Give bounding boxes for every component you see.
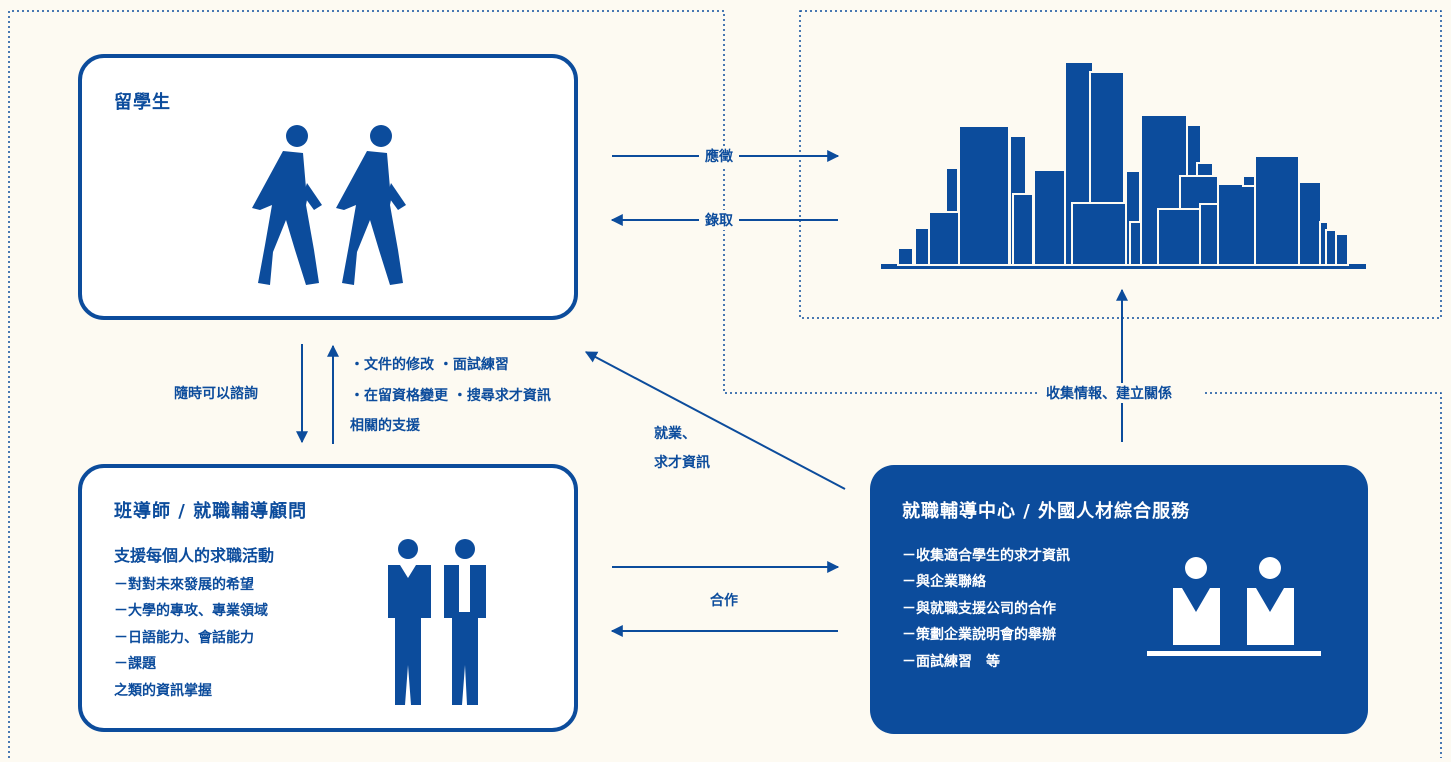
center-task-item: －收集適合學生的求才資訊: [902, 548, 1070, 564]
outer-dotted-frame: [8, 10, 1442, 758]
walking-people-icon: [252, 125, 406, 285]
teacher-info-item: －大學的專攻、專業領域: [114, 603, 268, 619]
job-info-arrow: [584, 351, 846, 490]
center-task-item: －與就職支援公司的合作: [902, 601, 1056, 617]
teacher-info-item: 之類的資訊掌握: [114, 683, 212, 699]
job-info-label-line2: 求才資訊: [654, 455, 710, 471]
center-box: [870, 465, 1368, 734]
cooperation-label: 合作: [710, 593, 738, 609]
center-task-item: －策劃企業說明會的舉辦: [902, 627, 1056, 643]
center-task-item: －面試練習 等: [902, 654, 1000, 670]
support-item: 相關的支援: [350, 418, 420, 434]
teacher-info-item: －日語能力、會話能力: [114, 630, 254, 646]
teacher-info-item: －對對未來發展的希望: [114, 577, 254, 593]
apply-label: 應徵: [699, 146, 739, 166]
consult-label: 隨時可以諮詢: [174, 386, 258, 402]
student-box: [78, 54, 578, 320]
teacher-box-title: 班導師 / 就職輔導顧問: [114, 501, 308, 522]
hire-label: 錄取: [699, 210, 739, 230]
city-skyline-icon: [881, 61, 1366, 269]
center-task-item: －與企業聯絡: [902, 574, 986, 590]
support-item: ・文件的修改 ・面試練習: [350, 357, 509, 373]
company-dotted-frame: [799, 10, 1442, 319]
teacher-box-subtitle: 支援每個人的求職活動: [114, 546, 275, 565]
job-info-label-line1: 就業、: [654, 426, 696, 442]
consultation-desk-icon: [1147, 557, 1321, 656]
gather-label: 收集情報、建立關係: [1040, 383, 1178, 403]
support-item: ・在留資格變更 ・搜尋求才資訊: [350, 388, 551, 404]
teachers-icon: [388, 539, 486, 705]
arrows: [296, 150, 1128, 637]
student-box-title: 留學生: [114, 92, 171, 113]
center-box-title: 就職輔導中心 / 外國人材綜合服務: [902, 501, 1191, 522]
teacher-info-item: －課題: [114, 656, 156, 672]
